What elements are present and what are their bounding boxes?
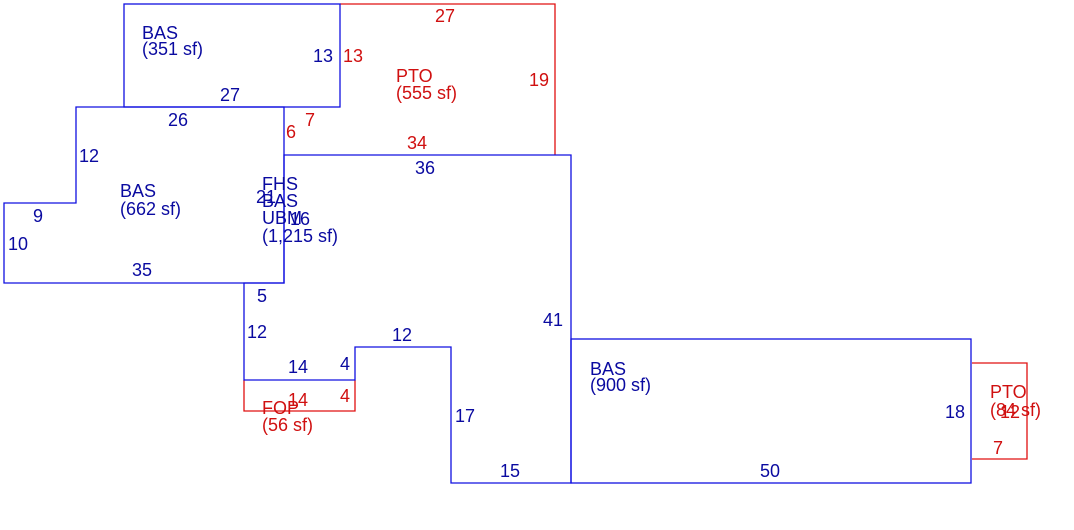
- dim-center-4: 4: [340, 354, 350, 374]
- dim-bas900-left: 18: [945, 402, 965, 422]
- pto-84-area: (84 sf): [990, 400, 1041, 420]
- bas-662-outline: [3, 106, 285, 284]
- bas-351-area: (351 sf): [142, 39, 203, 59]
- center-code-bas: BAS: [262, 191, 298, 211]
- bas-662-area: (662 sf): [120, 199, 181, 219]
- dim-bas662-right: 21: [256, 187, 276, 207]
- pto-555-area: (555 sf): [396, 83, 457, 103]
- dim-center-12-top: 12: [392, 325, 412, 345]
- dim-center-15: 15: [500, 461, 520, 481]
- dim-center-41: 41: [543, 310, 563, 330]
- fop-56-area: (56 sf): [262, 415, 313, 435]
- dim-center-5: 5: [257, 286, 267, 306]
- pto-555-outline: [340, 3, 556, 155]
- dim-center-top: 36: [415, 158, 435, 178]
- fop-56-code: FOP: [262, 398, 299, 418]
- dim-bas662-top: 26: [168, 110, 188, 130]
- pto-84-code: PTO: [990, 382, 1027, 402]
- bas-351-code: BAS: [142, 23, 178, 43]
- bas-900-outline: [570, 338, 972, 484]
- center-code-fhs: FHS: [262, 174, 298, 194]
- pto-84-outline: [972, 362, 1028, 460]
- dim-bas662-step: 9: [33, 206, 43, 226]
- dim-pto555-bottom: 34: [407, 133, 427, 153]
- dim-center-17: 17: [455, 406, 475, 426]
- bas-900-code: BAS: [590, 359, 626, 379]
- dim-pto555-seg-a: 6: [286, 122, 296, 142]
- dim-bas900-bottom: 50: [760, 461, 780, 481]
- dim-pto555-left: 13: [343, 46, 363, 66]
- dim-center-16: 16: [290, 209, 310, 229]
- dim-fop-14: 14: [288, 390, 308, 410]
- dim-bas351-bottom: 27: [220, 85, 240, 105]
- dim-center-12-left: 12: [247, 322, 267, 342]
- center-code-ubm: UBM: [262, 208, 302, 228]
- dim-pto84-bottom: 7: [993, 438, 1003, 458]
- fop-56-outline: [243, 380, 356, 412]
- dim-pto555-top: 27: [435, 6, 455, 26]
- dim-bas351-right: 13: [313, 46, 333, 66]
- dim-bas662-left-lower: 10: [8, 234, 28, 254]
- dim-bas662-bottom: 35: [132, 260, 152, 280]
- bas-662-code: BAS: [120, 181, 156, 201]
- pto-555-code: PTO: [396, 66, 433, 86]
- dim-fop-4: 4: [340, 386, 350, 406]
- dim-bas662-left-upper: 12: [79, 146, 99, 166]
- dim-center-14: 14: [288, 357, 308, 377]
- dim-pto555-right: 19: [529, 70, 549, 90]
- dim-pto84: 12: [1000, 402, 1020, 422]
- dim-pto555-seg-b: 7: [305, 110, 315, 130]
- center-area: (1,215 sf): [262, 226, 338, 246]
- bas-900-area: (900 sf): [590, 375, 651, 395]
